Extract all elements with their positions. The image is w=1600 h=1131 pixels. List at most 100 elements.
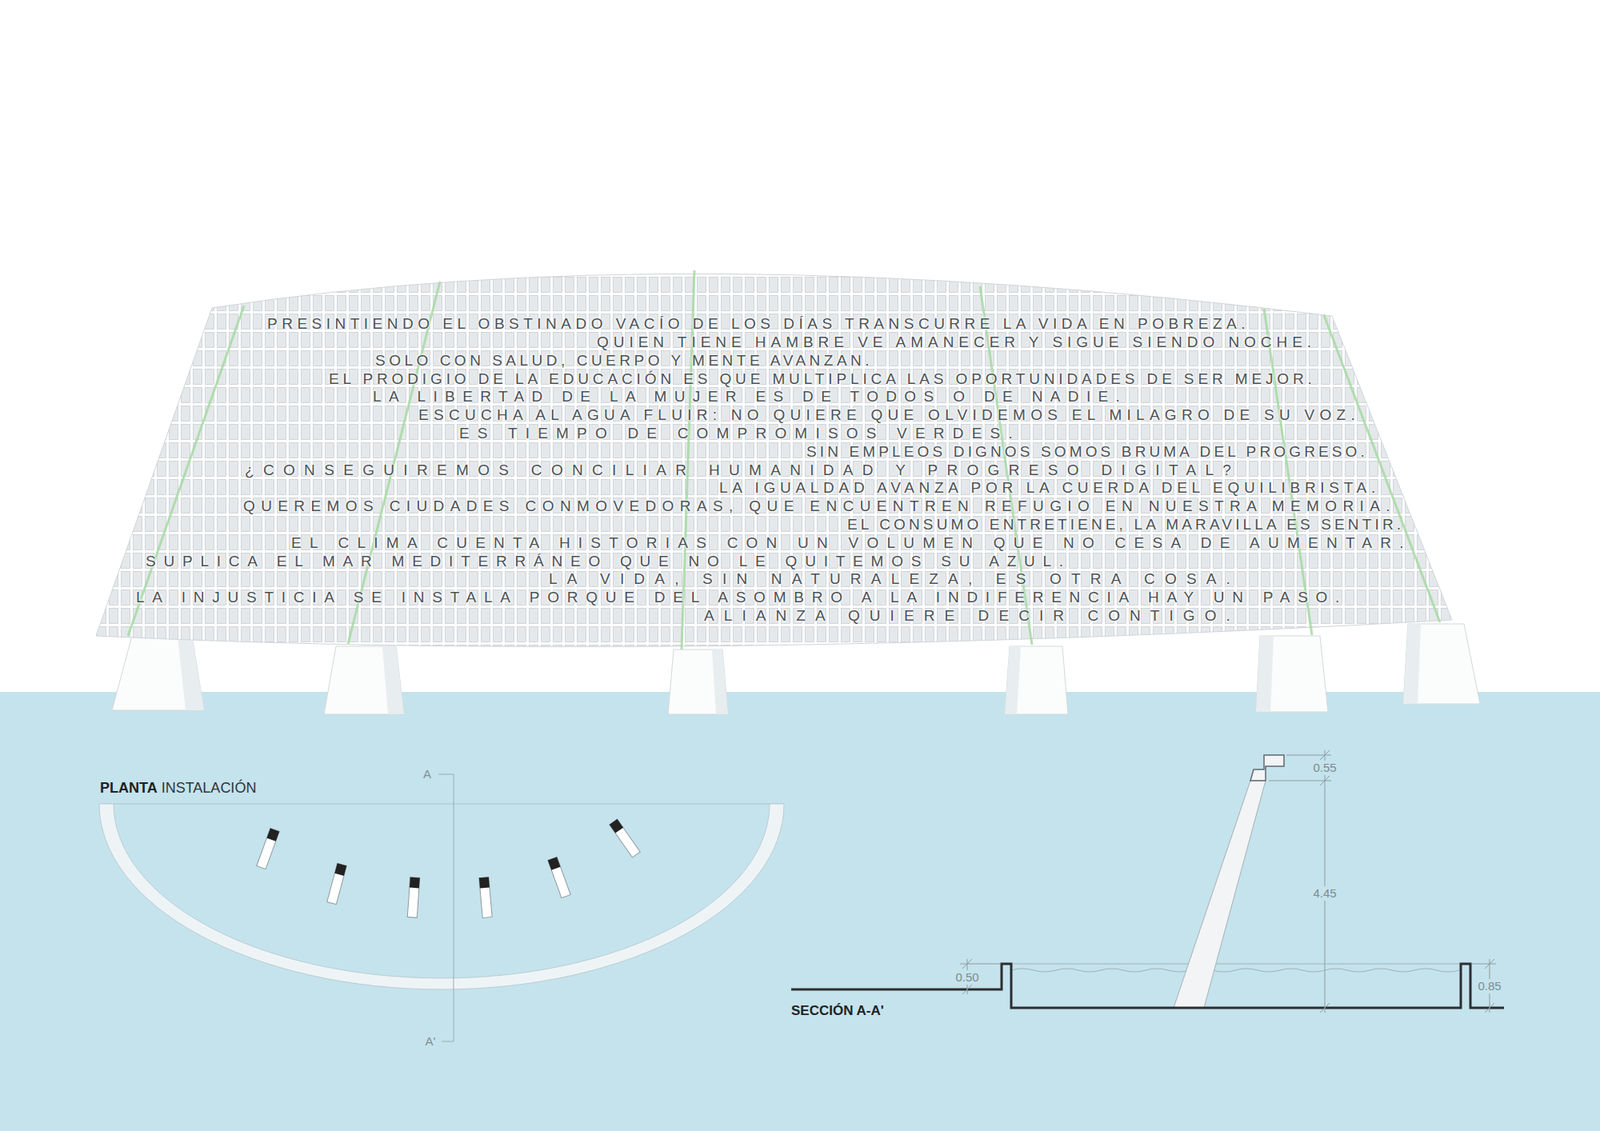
- label-anchor: ALIANZA QUIERE DECIR CONTIGO.: [704, 607, 1240, 625]
- label-anchor: SECCIÓN A-A': [791, 1003, 884, 1020]
- leg-plan: [407, 877, 420, 919]
- leg-shade: [1403, 624, 1421, 704]
- leg-plan: [548, 856, 571, 898]
- label-anchor: A': [425, 1034, 436, 1049]
- wall-section: [1173, 780, 1266, 1008]
- wall-inscription: LA IGUALDAD AVANZA POR LA CUERDA DEL EQU…: [719, 479, 1380, 497]
- wall-inscription: EL CONSUMO ENTRETIENE, LA MARAVILLA ES S…: [847, 516, 1404, 534]
- dimension-tick: [962, 959, 972, 969]
- wall-inscription: ¿CONSEGUIREMOS CONCILIAR HUMANIDAD Y PRO…: [244, 461, 1240, 480]
- section-marker: A': [425, 1034, 436, 1048]
- label-anchor: ES TIEMPO DE COMPROMISOS VERDES.: [459, 424, 1021, 443]
- label-anchor: ¿CONSEGUIREMOS CONCILIAR HUMANIDAD Y PRO…: [244, 461, 1240, 480]
- steel-rib: [1264, 308, 1312, 636]
- wall-inscription: EL PRODIGIO DE LA EDUCACIÓN ES QUE MULTI…: [328, 370, 1316, 388]
- wall-inscription: SUPLICA EL MAR MEDITERRÁNEO QUE NO LE QU…: [145, 552, 1072, 571]
- section-view: [791, 750, 1504, 1013]
- label-anchor: EL PRODIGIO DE LA EDUCACIÓN ES QUE MULTI…: [328, 370, 1316, 388]
- leg-shade: [1004, 646, 1021, 715]
- dimension-tick: [1320, 750, 1330, 760]
- wall-inscription: ALIANZA QUIERE DECIR CONTIGO.: [704, 607, 1240, 625]
- dimension-tick: [962, 984, 972, 995]
- leg-shade: [712, 649, 728, 715]
- leg-plan: [327, 863, 348, 904]
- wall-ribs: [128, 270, 1440, 650]
- support-leg: [112, 636, 204, 711]
- dimension-tick: [1320, 1003, 1330, 1013]
- wall-inscription: LA INJUSTICIA SE INSTALA PORQUE DEL ASOM…: [136, 588, 1348, 607]
- label-anchor: INSTALACIÓN: [161, 780, 257, 797]
- leg-shade: [1256, 636, 1274, 712]
- dimension-tick: [1484, 1003, 1495, 1013]
- wall-inscription: QUIEN TIENE HAMBRE VE AMANECER Y SIGUE S…: [596, 333, 1316, 352]
- label-anchor: SOLO CON SALUD, CUERPO Y MENTE AVANZAN.: [375, 352, 873, 370]
- extension-line: [960, 964, 1000, 965]
- label-anchor: SIN EMPLEOS DIGNOS SOMOS BRUMA DEL PROGR…: [806, 443, 1368, 461]
- extension-line: [1268, 780, 1332, 782]
- dimension-value: 0.55: [1310, 760, 1339, 775]
- dimension-value: 0.85: [1475, 979, 1504, 993]
- wall-inscription: LA VIDA, SIN NATURALEZA, ES OTRA COSA.: [548, 570, 1240, 588]
- label-anchor: PRESINTIENDO EL OBSTINADO VACÍO DE LOS D…: [267, 315, 1250, 333]
- dimension-tick: [1484, 959, 1495, 969]
- wall-inscription: LA LIBERTAD DE LA MUJER ES DE TODOS O DE…: [372, 388, 1128, 406]
- wall-inscription: ES TIEMPO DE COMPROMISOS VERDES.: [459, 424, 1021, 443]
- support-leg: [1004, 646, 1068, 715]
- water-top-line: [1011, 964, 1461, 965]
- leg-shade: [382, 646, 404, 715]
- label-anchor: SUPLICA EL MAR MEDITERRÁNEO QUE NO LE QU…: [145, 552, 1072, 571]
- ground-plane: [0, 692, 1600, 1131]
- section-cut-line: [438, 774, 454, 1042]
- wall-cap-section: [1250, 755, 1284, 781]
- label-anchor: 0.85: [1475, 979, 1504, 994]
- steel-rib: [128, 305, 244, 636]
- dimension-value: 0.50: [952, 970, 981, 984]
- perforated-wall: [96, 273, 1452, 647]
- label-anchor: 4.45: [1310, 886, 1339, 901]
- label-anchor: LA IGUALDAD AVANZA POR LA CUERDA DEL EQU…: [719, 479, 1380, 497]
- leg-plan: [609, 819, 641, 858]
- extension-line: [1472, 964, 1496, 965]
- label-anchor: PLANTA: [100, 780, 158, 797]
- label-anchor: 0.55: [1310, 760, 1339, 776]
- leg-plan: [256, 828, 280, 869]
- pond-outline: [791, 964, 1504, 1008]
- label-anchor: EL CLIMA CUENTA HISTORIAS CON UN VOLUMEN…: [291, 534, 1412, 552]
- label-anchor: ESCUCHA AL AGUA FLUIR: NO QUIERE QUE OLV…: [418, 406, 1360, 424]
- wall-inscription: SOLO CON SALUD, CUERPO Y MENTE AVANZAN.: [375, 352, 873, 370]
- leg-shade: [177, 636, 204, 711]
- label-anchor: LA LIBERTAD DE LA MUJER ES DE TODOS O DE…: [372, 388, 1128, 406]
- dimension-value: 4.45: [1310, 886, 1339, 900]
- wall-inscription: ESCUCHA AL AGUA FLUIR: NO QUIERE QUE OLV…: [418, 406, 1360, 424]
- wall-inscription: QUEREMOS CIUDADES CONMOVEDORAS, QUE ENCU…: [243, 497, 1396, 516]
- wall-inscription: SIN EMPLEOS DIGNOS SOMOS BRUMA DEL PROGR…: [806, 443, 1368, 461]
- label-anchor: LA VIDA, SIN NATURALEZA, ES OTRA COSA.: [548, 570, 1240, 588]
- leg-plan: [479, 877, 492, 919]
- label-anchor: LA INJUSTICIA SE INSTALA PORQUE DEL ASOM…: [136, 588, 1348, 607]
- support-leg: [324, 646, 404, 715]
- label-anchor: A: [423, 767, 432, 782]
- dimension-line: [1324, 750, 1326, 1013]
- section-chord: [99, 804, 784, 805]
- dimension-lines: [960, 750, 1496, 1013]
- support-leg: [1403, 624, 1480, 704]
- section-marker: A: [423, 767, 432, 781]
- section-title: SECCIÓN A-A': [791, 1003, 884, 1020]
- water-surface: [1011, 968, 1460, 972]
- support-leg: [1256, 636, 1328, 712]
- label-anchor: EL CONSUMO ENTRETIENE, LA MARAVILLA ES S…: [847, 516, 1404, 534]
- label-anchor: QUIEN TIENE HAMBRE VE AMANECER Y SIGUE S…: [596, 333, 1316, 352]
- wall-inscription: EL CLIMA CUENTA HISTORIAS CON UN VOLUMEN…: [291, 534, 1412, 552]
- label-anchor: 0.50: [952, 970, 981, 985]
- label-anchor: QUEREMOS CIUDADES CONMOVEDORAS, QUE ENCU…: [243, 497, 1396, 516]
- steel-rib: [1324, 315, 1440, 623]
- plan-view: [99, 774, 784, 1042]
- plan-title: INSTALACIÓN: [161, 780, 257, 797]
- plan-title: PLANTA: [100, 780, 158, 797]
- wall-plan: [99, 804, 784, 990]
- support-leg: [668, 649, 728, 715]
- wall-inscription: PRESINTIENDO EL OBSTINADO VACÍO DE LOS D…: [267, 315, 1250, 333]
- dimension-tick: [1320, 776, 1330, 786]
